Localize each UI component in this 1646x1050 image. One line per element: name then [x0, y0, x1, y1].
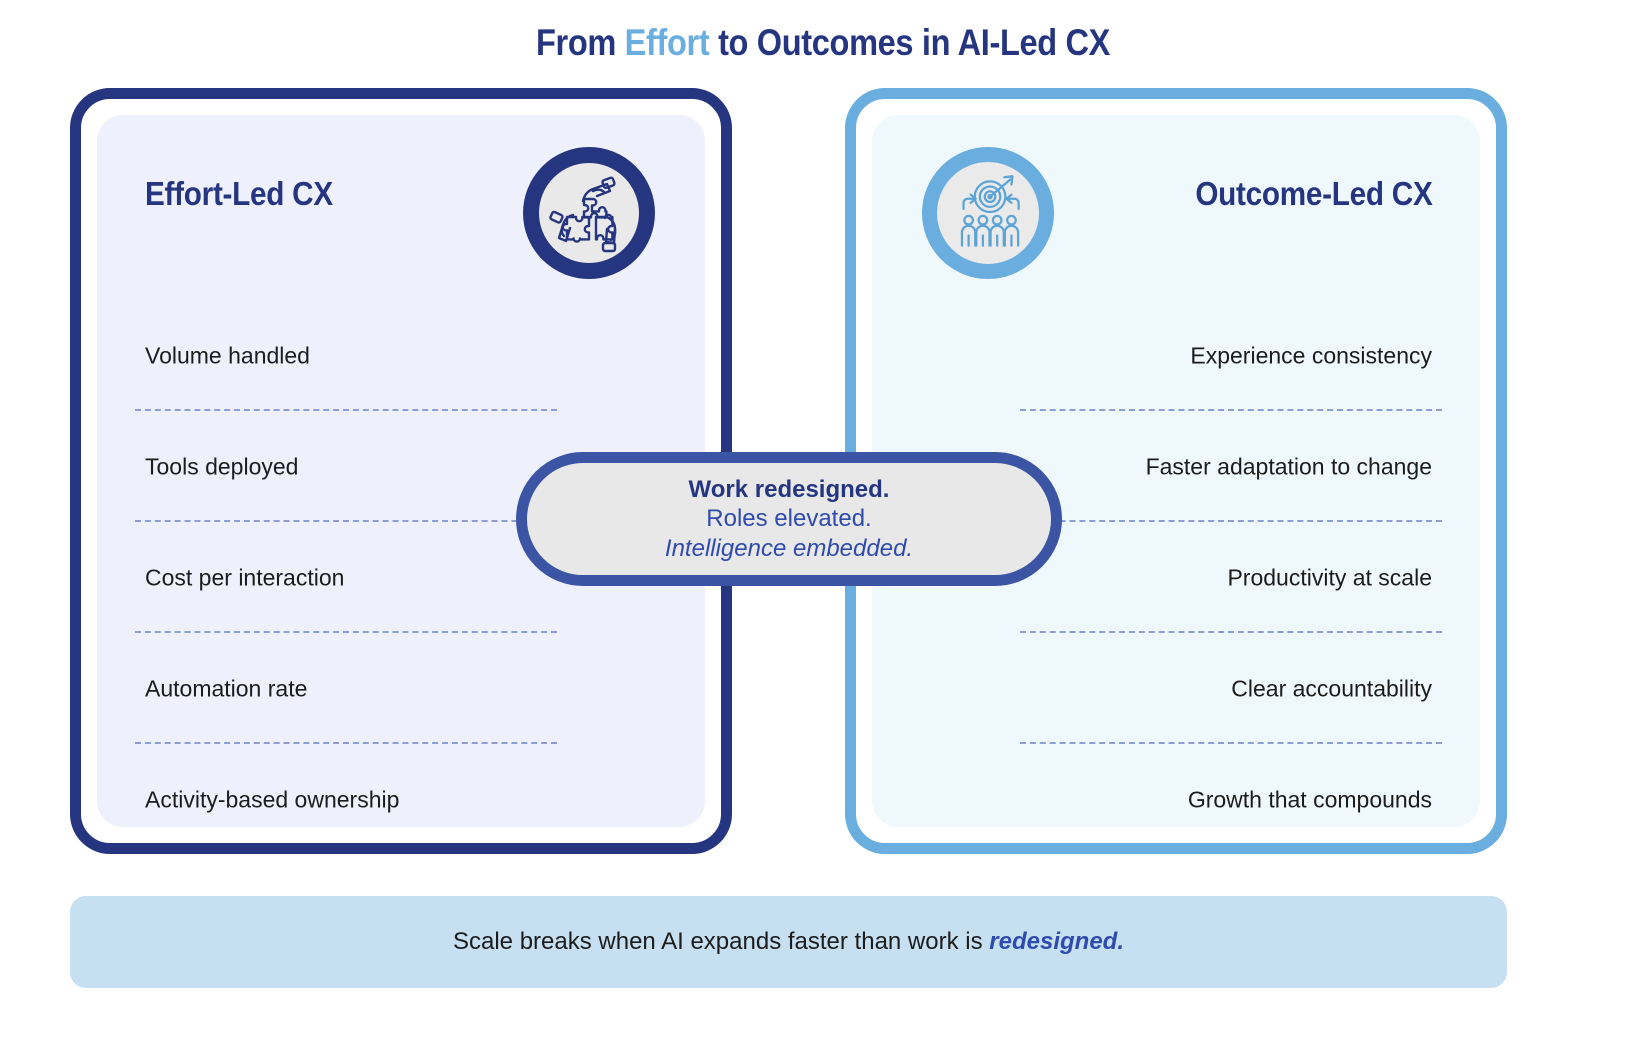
list-item-label: Clear accountability [1231, 675, 1432, 701]
center-badge-line-3: Intelligence embedded. [664, 534, 914, 562]
center-badge-line-1: Work redesigned. [688, 476, 890, 504]
row-divider [135, 631, 557, 633]
list-item-label: Faster adaptation to change [1145, 453, 1432, 479]
bottom-banner-text: Scale breaks when AI expands faster than… [453, 928, 1124, 956]
list-item-label: Tools deployed [145, 453, 299, 479]
list-item: Faster adaptation to change [872, 411, 1480, 522]
list-item: Tools deployed [97, 411, 705, 522]
list-item: Activity-based ownership [97, 744, 705, 855]
banner-text-emphasis: redesigned. [989, 928, 1124, 955]
title-part-2: to Outcomes in AI-Led CX [709, 22, 1111, 63]
list-item-label: Experience consistency [1190, 342, 1432, 368]
list-item-label: Volume handled [145, 342, 310, 368]
list-item-label: Automation rate [145, 675, 308, 701]
list-item: Cost per interaction [97, 522, 705, 633]
banner-text-plain: Scale breaks when AI expands faster than… [452, 928, 990, 955]
outcome-led-cx-header: Outcome-Led CX [872, 147, 1480, 297]
row-divider [135, 742, 557, 744]
effort-led-cx-heading: Effort-Led CX [145, 175, 333, 212]
puzzle-hands-icon [523, 147, 655, 279]
outcome-led-cx-item-list: Experience consistency Faster adaptation… [872, 300, 1480, 855]
outcome-led-cx-heading: Outcome-Led CX [1194, 175, 1432, 212]
row-divider [1020, 631, 1442, 633]
title-part-1: From [535, 22, 625, 63]
row-divider [1020, 409, 1442, 411]
center-transition-badge: Work redesigned. Roles elevated. Intelli… [516, 452, 1062, 586]
row-divider [1020, 742, 1442, 744]
list-item-label: Cost per interaction [145, 564, 345, 590]
list-item: Growth that compounds [872, 744, 1480, 855]
list-item: Experience consistency [872, 300, 1480, 411]
row-divider [135, 520, 557, 522]
row-divider [1020, 520, 1442, 522]
list-item-label: Growth that compounds [1187, 786, 1432, 812]
effort-led-cx-header: Effort-Led CX [97, 147, 705, 297]
list-item: Volume handled [97, 300, 705, 411]
list-item: Productivity at scale [872, 522, 1480, 633]
bottom-banner: Scale breaks when AI expands faster than… [70, 896, 1507, 988]
list-item-label: Activity-based ownership [145, 786, 400, 812]
title-highlight-effort: Effort [624, 22, 710, 63]
list-item: Automation rate [97, 633, 705, 744]
target-people-icon [922, 147, 1054, 279]
effort-led-cx-item-list: Volume handled Tools deployed Cost per i… [97, 300, 705, 855]
list-item-label: Productivity at scale [1227, 564, 1432, 590]
list-item: Clear accountability [872, 633, 1480, 744]
page-title: From Effort to Outcomes in AI-Led CX [99, 22, 1547, 64]
row-divider [135, 409, 557, 411]
effort-led-cx-panel: Effort-Led CX [97, 115, 705, 827]
center-badge-line-2: Roles elevated. [706, 505, 872, 533]
